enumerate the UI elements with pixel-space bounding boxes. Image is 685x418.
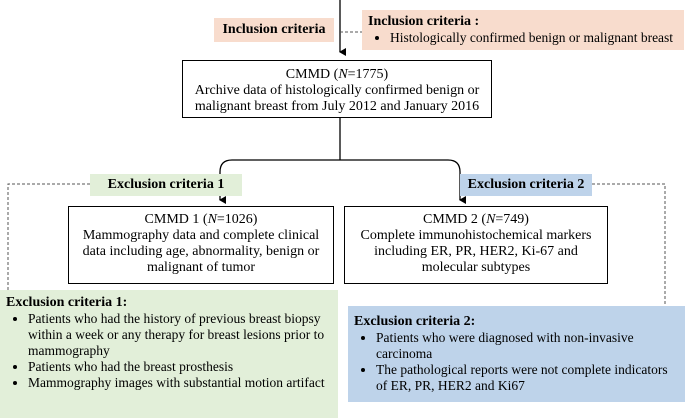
inclusion-tag: Inclusion criteria: [214, 18, 334, 42]
cmmd-box: CMMD (N=1775) Archive data of histologic…: [182, 60, 492, 118]
cmmd-desc-line: malignant breast from July 2012 and Janu…: [194, 99, 480, 114]
cmmd1-desc-line: Mammography data and complete clinical: [82, 228, 320, 243]
split-right: [340, 159, 466, 204]
cmmd2-title: CMMD 2 (N=749): [423, 212, 529, 227]
exclusion1-panel: Exclusion criteria 1: Patients who had t…: [0, 290, 338, 418]
split-left: [219, 159, 340, 204]
list-item: Mammography images with substantial moti…: [28, 375, 332, 391]
cmmd1-desc-line: data including age, abnormality, benign …: [82, 244, 320, 259]
cmmd2-desc-line: molecular subtypes: [421, 260, 531, 275]
list-item: Patients who were diagnosed with non-inv…: [376, 330, 679, 362]
inclusion-list: Histologically confirmed benign or malig…: [368, 30, 678, 46]
exclusion2-list: Patients who were diagnosed with non-inv…: [354, 330, 679, 394]
list-item: Histologically confirmed benign or malig…: [390, 30, 678, 46]
exclusion1-tag: Exclusion criteria 1: [90, 174, 242, 196]
list-item: The pathological reports were not comple…: [376, 362, 679, 394]
list-item: Patients who had the history of previous…: [28, 311, 332, 359]
cmmd2-box: CMMD 2 (N=749) Complete immunohistochemi…: [344, 206, 608, 284]
cmmd-title: CMMD (N=1775): [285, 67, 389, 82]
exclusion1-panel-title: Exclusion criteria 1:: [6, 295, 128, 310]
exclusion1-dash: [7, 183, 90, 290]
list-item: Patients who had the breast prosthesis: [28, 359, 332, 375]
exclusion2-dash: [592, 183, 666, 306]
exclusion2-tag: Exclusion criteria 2: [460, 174, 592, 196]
cmmd2-desc-line: Complete immunohistochemical markers: [360, 228, 592, 243]
exclusion2-panel: Exclusion criteria 2: Patients who were …: [348, 306, 685, 402]
cmmd1-box: CMMD 1 (N=1026) Mammography data and com…: [68, 206, 334, 284]
cmmd-desc-line: Archive data of histologically confirmed…: [194, 83, 480, 98]
cmmd1-desc-line: malignant of tumor: [146, 260, 256, 275]
inclusion-panel: Inclusion criteria : Histologically conf…: [362, 10, 684, 50]
cmmd2-desc-line: including ER, PR, HER2, Ki-67 and: [374, 244, 578, 259]
cmmd1-title: CMMD 1 (N=1026): [144, 212, 258, 227]
inclusion-panel-title: Inclusion criteria :: [368, 14, 480, 29]
exclusion2-panel-title: Exclusion criteria 2:: [354, 314, 476, 329]
exclusion1-list: Patients who had the history of previous…: [6, 311, 332, 391]
